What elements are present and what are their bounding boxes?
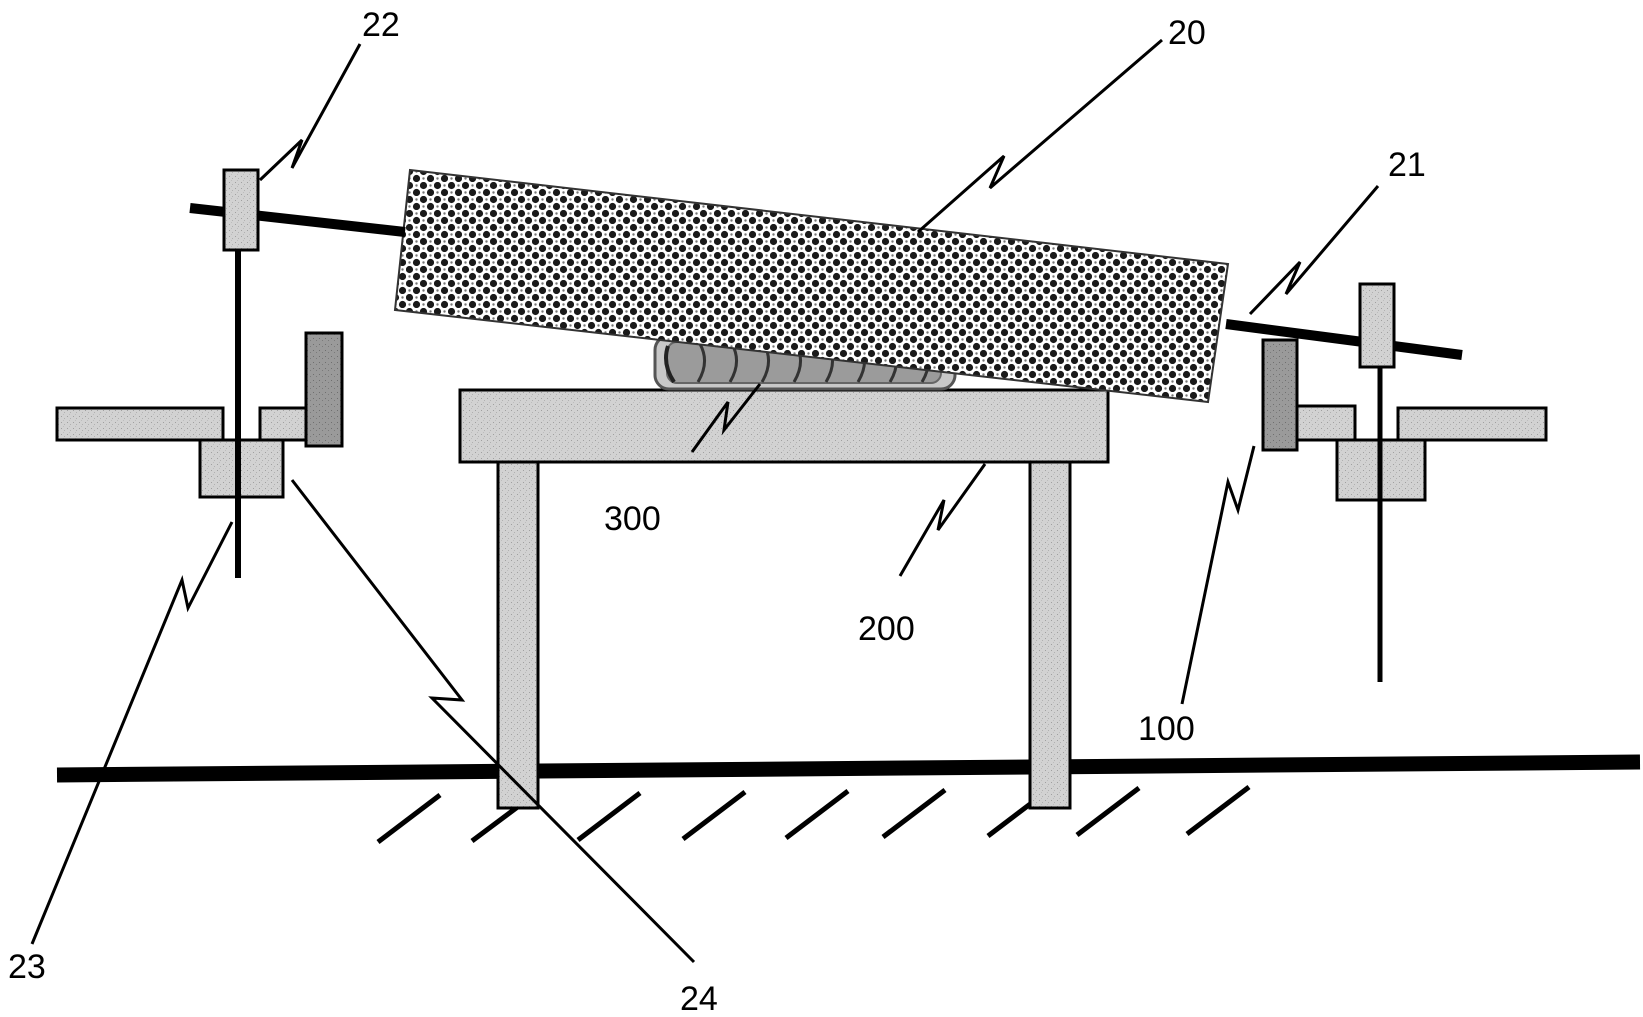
leader-200 (900, 464, 985, 576)
label-22: 22 (362, 6, 400, 44)
reference-labels: 22 20 21 300 200 100 23 24 (8, 6, 1426, 1017)
label-21: 21 (1388, 146, 1426, 184)
right-stop-100 (1263, 340, 1297, 450)
label-200: 200 (858, 610, 915, 648)
table-200 (460, 390, 1108, 808)
leader-24 (292, 480, 694, 962)
leader-23 (32, 522, 232, 944)
right-small-plate (1297, 406, 1355, 440)
left-plate (57, 408, 223, 440)
table-leg-left (498, 452, 538, 808)
left-support (57, 170, 342, 578)
left-stop-bracket (306, 333, 342, 446)
right-plate (1398, 408, 1546, 440)
ground (57, 762, 1640, 842)
left-slider-22 (224, 170, 258, 250)
leader-20 (918, 40, 1162, 232)
label-23: 23 (8, 948, 46, 986)
leader-100 (1182, 446, 1254, 704)
label-20: 20 (1168, 14, 1206, 52)
left-block (200, 440, 283, 497)
label-24: 24 (680, 980, 718, 1017)
table-top (460, 390, 1108, 462)
ground-line (57, 762, 1640, 775)
label-300: 300 (604, 500, 661, 538)
left-small-plate (260, 408, 310, 440)
leader-22 (260, 44, 360, 180)
label-100: 100 (1138, 710, 1195, 748)
right-slider (1360, 284, 1394, 367)
table-leg-right (1030, 452, 1070, 808)
